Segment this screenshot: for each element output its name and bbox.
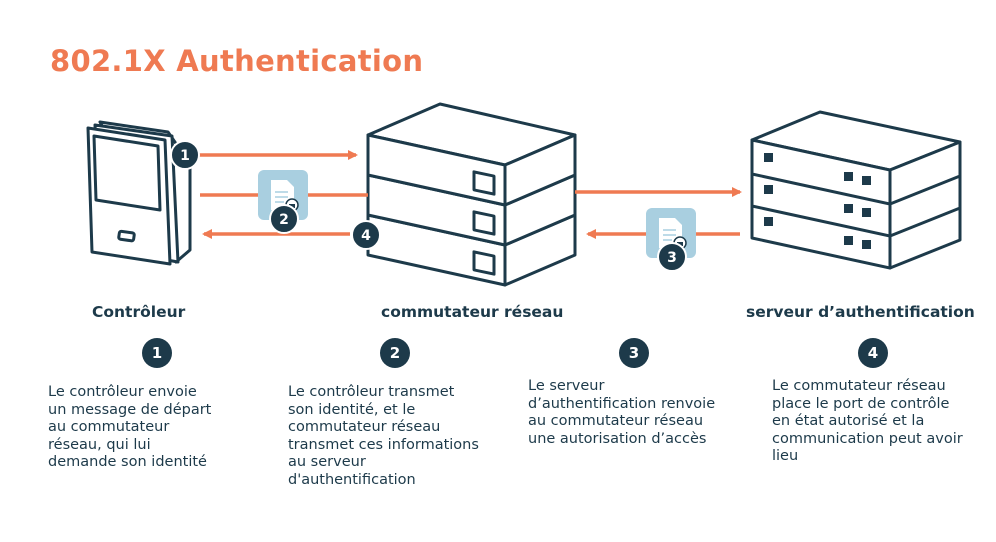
- diagram-illustration: 1 2 4 3: [86, 102, 962, 287]
- step-description-2: Le contrôleur transmet son identité, et …: [288, 384, 479, 488]
- controller-device-icon: [86, 120, 192, 266]
- server-label: serveur d’authentification: [746, 303, 975, 321]
- page-title: 802.1X Authentication: [50, 44, 424, 78]
- document-lock-icon: [258, 170, 308, 220]
- step-description-1: Le contrôleur envoie un message de dépar…: [48, 384, 212, 470]
- network-switch-icon: [366, 102, 577, 287]
- step-description-4: Le commutateur réseau place le port de c…: [772, 378, 963, 464]
- svg-text:2: 2: [279, 212, 289, 228]
- step-number-3: 3: [619, 338, 649, 368]
- flow-marker-3: 3: [657, 242, 687, 272]
- flow-marker-1: 1: [170, 140, 200, 170]
- switch-label: commutateur réseau: [381, 303, 564, 321]
- document-lock-icon: [646, 208, 696, 258]
- flow-marker-2: 2: [269, 204, 299, 234]
- controller-label: Contrôleur: [92, 303, 186, 321]
- svg-text:1: 1: [180, 148, 190, 164]
- authentication-server-icon: [750, 110, 962, 270]
- svg-text:4: 4: [361, 228, 371, 244]
- flow-marker-4: 4: [351, 220, 381, 250]
- step-description-3: Le serveur d’authentification renvoie au…: [528, 378, 716, 447]
- svg-text:3: 3: [667, 250, 677, 266]
- step-number-4: 4: [858, 338, 888, 368]
- step-number-1: 1: [142, 338, 172, 368]
- step-number-2: 2: [380, 338, 410, 368]
